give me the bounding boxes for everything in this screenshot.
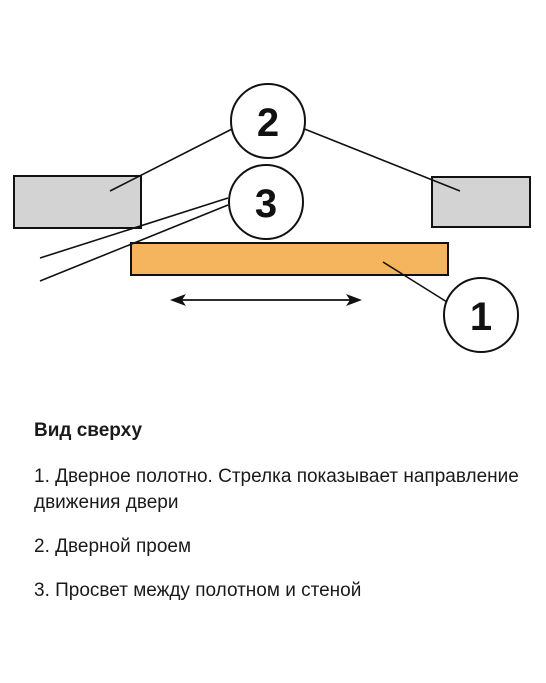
gap-line-lower — [39, 204, 229, 282]
legend: Вид сверху 1. Дверное полотно. Стрелка п… — [34, 420, 524, 622]
gap-line-upper — [39, 197, 229, 259]
right-wall — [431, 176, 531, 228]
callout-3-number: 3 — [255, 182, 277, 226]
callout-3: 3 — [228, 164, 304, 240]
door-leaf — [130, 242, 449, 276]
leader-line-2-right — [301, 127, 461, 192]
callout-2: 2 — [230, 83, 306, 159]
legend-title: Вид сверху — [34, 420, 143, 441]
callout-2-number: 2 — [257, 101, 279, 145]
left-wall — [13, 175, 142, 229]
legend-item-1: 1. Дверное полотно. Стрелка показывает н… — [34, 466, 519, 513]
door-movement-arrow — [170, 294, 362, 306]
legend-item-3: 3. Просвет между полотном и стеной — [34, 580, 362, 601]
callout-1-number: 1 — [470, 295, 492, 339]
top-view-diagram: 2 3 1 — [13, 83, 531, 353]
legend-item-2: 2. Дверной проем — [34, 536, 192, 557]
leader-line-1 — [382, 261, 448, 303]
leader-line-2-left — [109, 127, 235, 192]
callout-1: 1 — [443, 277, 519, 353]
